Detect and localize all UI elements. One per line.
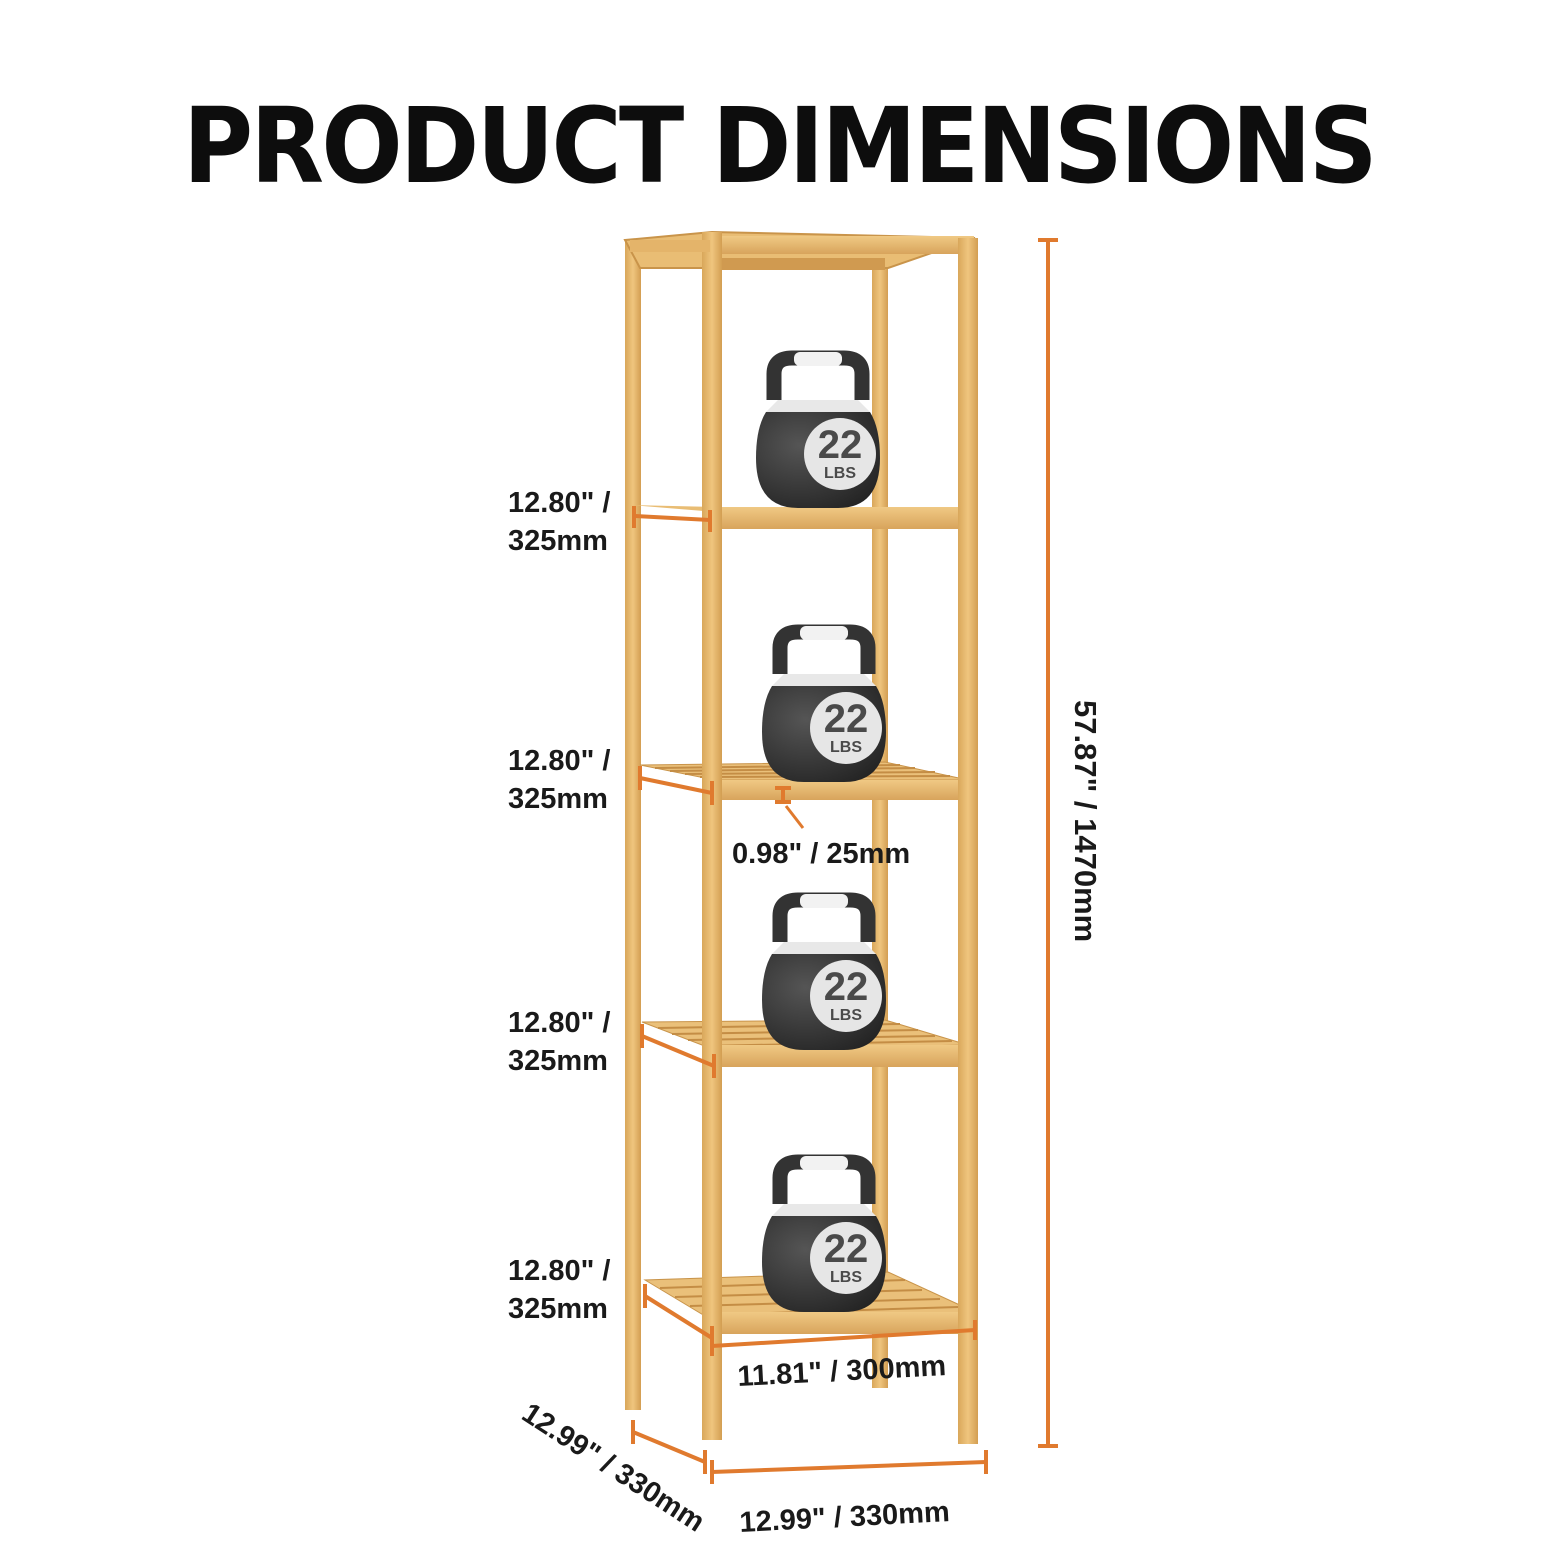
shelf-4-front: [712, 1312, 976, 1334]
kettlebell-weight-unit: LBS: [830, 1007, 862, 1024]
shelf-gap-4-label-line2: 325mm: [508, 1293, 608, 1325]
top-front-rail: [712, 236, 974, 254]
bamboo-shelf: [623, 230, 978, 1444]
width-line: [711, 1460, 987, 1474]
shelf-gap-1-label-line1: 12.80" /: [508, 487, 610, 519]
kettlebell-weight-unit: LBS: [830, 739, 862, 756]
shelf-gap-4-label-line1: 12.80" /: [508, 1255, 610, 1287]
shelf-gap-3-line: [641, 1034, 715, 1068]
shelf-3-front: [712, 1045, 970, 1067]
shelf-1-front: [712, 507, 968, 529]
shelf-gap-2-line: [639, 776, 713, 795]
width-label: 12.99" / 330mm: [739, 1496, 951, 1539]
shelf-gap-3-label-line1: 12.80" /: [508, 1007, 610, 1039]
shelf-gap-1-line: [633, 514, 711, 522]
total-height-label: 57.87" / 1470mm: [1068, 700, 1103, 942]
top-back-rail: [720, 258, 885, 270]
thickness-leader: [784, 805, 805, 829]
inner-width-label: 11.81" / 300mm: [737, 1350, 947, 1393]
kettlebell-weight-number: 22: [824, 965, 869, 1009]
shelf-gap-2-label-line1: 12.80" /: [508, 745, 610, 777]
dimension-labels: 57.87" / 1470mm 12.80" / 325mm 12.80" / …: [508, 487, 1103, 1539]
top-side-rail: [630, 240, 710, 252]
back-left-post: [625, 240, 641, 1410]
dimension-lines: [631, 238, 1058, 1484]
kettlebell-weight-unit: LBS: [824, 465, 856, 482]
front-left-post: [702, 232, 722, 1440]
shelf-gap-3-label-line2: 325mm: [508, 1045, 608, 1077]
inner-width-line: [711, 1328, 976, 1348]
depth-line: [632, 1430, 706, 1464]
front-right-post: [958, 238, 978, 1444]
shelf-gap-4-line: [643, 1294, 714, 1340]
kettlebell-weight-unit: LBS: [830, 1269, 862, 1286]
kettlebell-weight-number: 22: [818, 423, 863, 467]
shelf-gap-2-label-line2: 325mm: [508, 783, 608, 815]
back-right-post: [872, 268, 888, 1388]
page-title: PRODUCT DIMENSIONS: [183, 85, 1378, 207]
shelf-thickness-label: 0.98" / 25mm: [732, 838, 910, 870]
shelf-2-front: [712, 780, 968, 800]
kettlebell-weight-number: 22: [824, 1227, 869, 1271]
depth-label: 12.99" / 330mm: [516, 1397, 710, 1538]
kettlebell-weight-number: 22: [824, 697, 869, 741]
shelf-gap-1-label-line2: 325mm: [508, 525, 608, 557]
